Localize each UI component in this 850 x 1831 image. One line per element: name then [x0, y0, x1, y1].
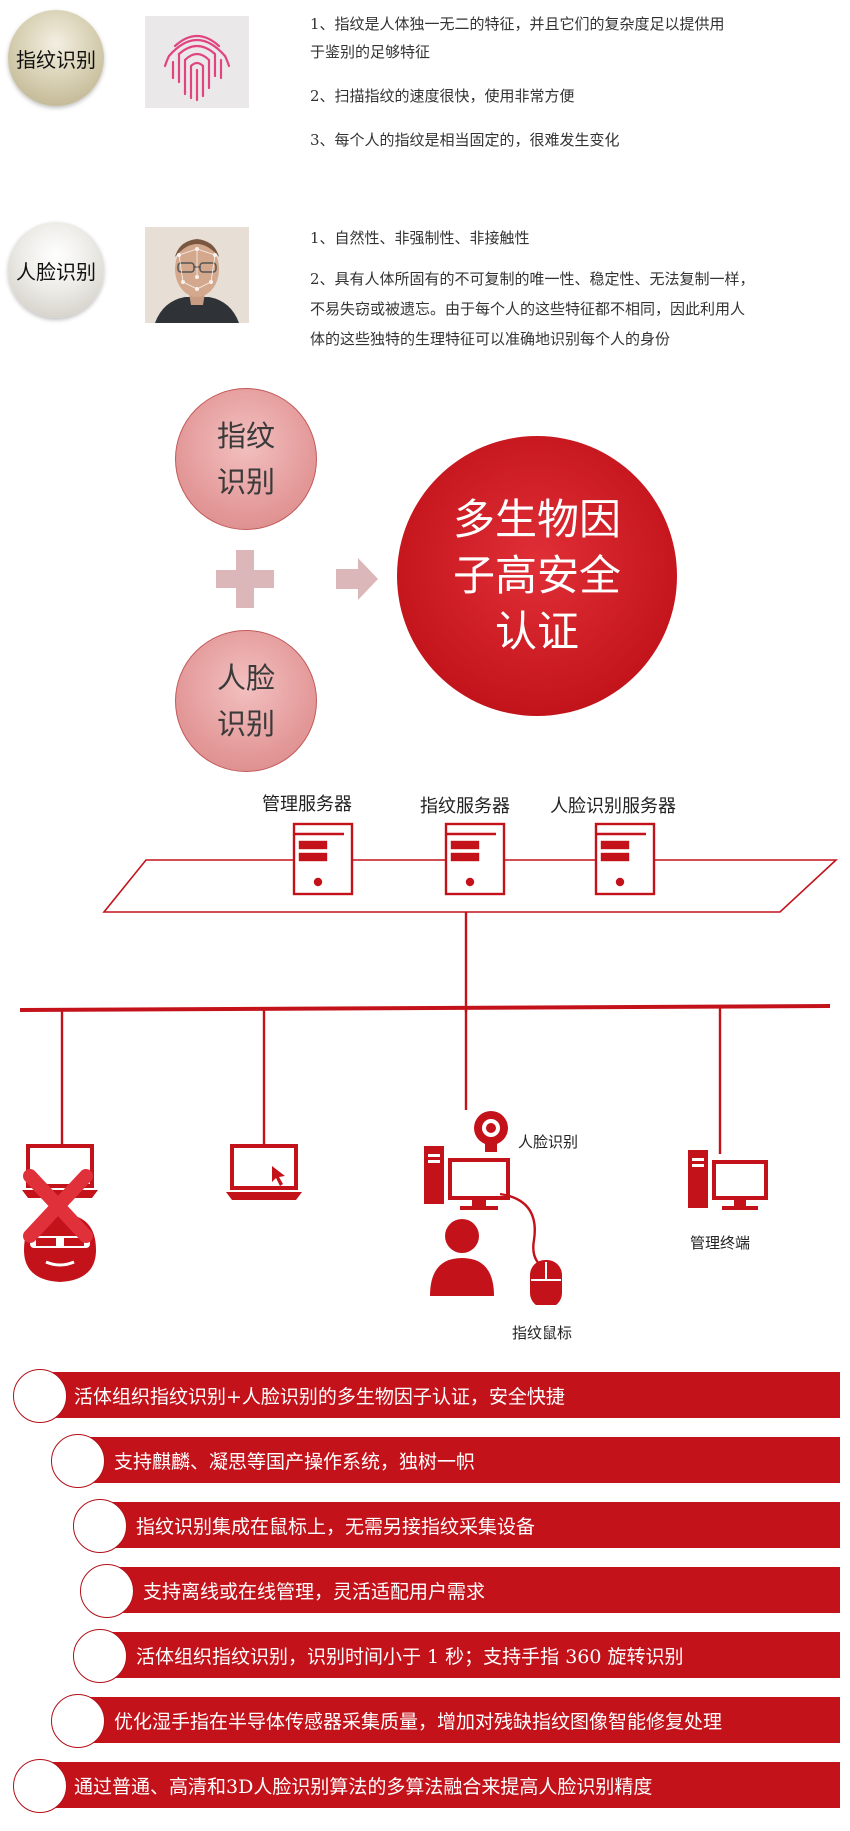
workstation-icon: [424, 1146, 510, 1210]
face-badge-label: 人脸识别: [16, 259, 96, 284]
face-circle-line2: 识别: [216, 707, 275, 741]
feature-row-5: 活体组织指纹识别，识别时间小于 1 秒；支持手指 360 旋转识别: [100, 1632, 840, 1678]
result-circle-label: 多生物因子高安全认证: [452, 495, 621, 656]
server-label-fingerprint: 指纹服务器: [420, 796, 510, 817]
result-circle: 多生物因子高安全认证: [397, 436, 677, 716]
block-x-icon: [23, 1169, 93, 1243]
feature-text-2: 支持麒麟、凝思等国产操作系统，独树一帜: [114, 1450, 476, 1473]
fingerprint-points: 1、指纹是人体独一无二的特征，并且它们的复杂度足以提供用 于鉴别的足够特征 2、…: [310, 10, 830, 154]
feature-bullet-4: [80, 1564, 134, 1618]
network-diagram: [19, 822, 839, 1305]
fingerprint-image: [145, 16, 249, 108]
feature-bullet-5: [73, 1629, 127, 1683]
face-points: 1、自然性、非强制性、非接触性 2、具有人体所固有的不可复制的唯一性、稳定性、无…: [310, 224, 840, 354]
feature-text-7: 通过普通、高清和3D人脸识别算法的多算法融合来提高人脸识别精度: [74, 1775, 653, 1798]
feature-row-6: 优化湿手指在半导体传感器采集质量，增加对残缺指纹图像智能修复处理: [78, 1697, 840, 1743]
face-circle-line1: 人脸: [216, 661, 275, 695]
server-fingerprint-icon: [444, 822, 506, 896]
feature-bullet-7: [13, 1759, 67, 1813]
server-label-management: 管理服务器: [262, 794, 352, 815]
feature-text-3: 指纹识别集成在鼠标上，无需另接指纹采集设备: [136, 1515, 536, 1538]
feature-bullet-2: [51, 1434, 105, 1488]
management-terminal-label: 管理终端: [690, 1234, 751, 1252]
management-terminal-icon: [688, 1150, 768, 1210]
user-icon: [430, 1219, 494, 1296]
fingerprint-mouse-label: 指纹鼠标: [512, 1324, 573, 1342]
feature-text-5: 活体组织指纹识别，识别时间小于 1 秒；支持手指 360 旋转识别: [136, 1645, 684, 1668]
webcam-icon: [474, 1111, 508, 1152]
feature-bullet-1: [13, 1369, 67, 1423]
face-image: [145, 227, 249, 323]
feature-text-6: 优化湿手指在半导体传感器采集质量，增加对残缺指纹图像智能修复处理: [114, 1710, 723, 1733]
server-face-icon: [594, 822, 656, 896]
fingerprint-point-3: 3、每个人的指纹是相当固定的，很难发生变化: [310, 131, 620, 149]
feature-row-3: 指纹识别集成在鼠标上，无需另接指纹采集设备: [100, 1502, 840, 1548]
face-point-2c: 体的这些独特的生理特征可以准确地识别每个人的身份: [310, 330, 671, 348]
face-point-2a: 2、具有人体所固有的不可复制的唯一性、稳定性、无法复制一样，: [310, 270, 755, 288]
laptop-icon: [226, 1144, 302, 1200]
fingerprint-badge: 指纹识别: [8, 10, 104, 106]
fingerprint-badge-label: 指纹识别: [16, 47, 96, 72]
face-photo-icon: [145, 227, 249, 323]
server-label-face: 人脸识别服务器: [550, 796, 676, 817]
plus-icon: [216, 550, 274, 608]
feature-bullet-6: [51, 1694, 105, 1748]
fingerprint-circle: 指纹 识别: [175, 388, 317, 530]
feature-row-2: 支持麒麟、凝思等国产操作系统，独树一帜: [78, 1437, 840, 1483]
fingerprint-point-2: 2、扫描指纹的速度很快，使用非常方便: [310, 87, 575, 105]
feature-text-1: 活体组织指纹识别+人脸识别的多生物因子认证，安全快捷: [74, 1385, 565, 1408]
feature-text-4: 支持离线或在线管理，灵活适配用户需求: [143, 1580, 486, 1603]
feature-row-4: 支持离线或在线管理，灵活适配用户需求: [107, 1567, 840, 1613]
feature-row-1: 活体组织指纹识别+人脸识别的多生物因子认证，安全快捷: [40, 1372, 840, 1418]
server-management-icon: [292, 822, 354, 896]
fingerprint-mouse-icon: [530, 1260, 562, 1305]
mouse-cable: [499, 1192, 549, 1272]
fingerprint-point-1a: 1、指纹是人体独一无二的特征，并且它们的复杂度足以提供用: [310, 15, 725, 33]
fingerprint-circle-line2: 识别: [216, 465, 275, 499]
fingerprint-point-1b: 于鉴别的足够特征: [310, 43, 431, 61]
arrow-right-icon: [336, 558, 378, 600]
face-point-1: 1、自然性、非强制性、非接触性: [310, 229, 530, 247]
face-circle: 人脸 识别: [175, 630, 317, 772]
fingerprint-icon: [163, 34, 231, 102]
face-point-2b: 不易失窃或被遗忘。由于每个人的这些特征都不相同，因此利用人: [310, 300, 746, 318]
feature-bullet-3: [73, 1499, 127, 1553]
fingerprint-circle-line1: 指纹: [216, 419, 275, 453]
face-badge: 人脸识别: [8, 222, 104, 318]
face-recognition-label: 人脸识别: [518, 1133, 579, 1151]
feature-row-7: 通过普通、高清和3D人脸识别算法的多算法融合来提高人脸识别精度: [40, 1762, 840, 1808]
